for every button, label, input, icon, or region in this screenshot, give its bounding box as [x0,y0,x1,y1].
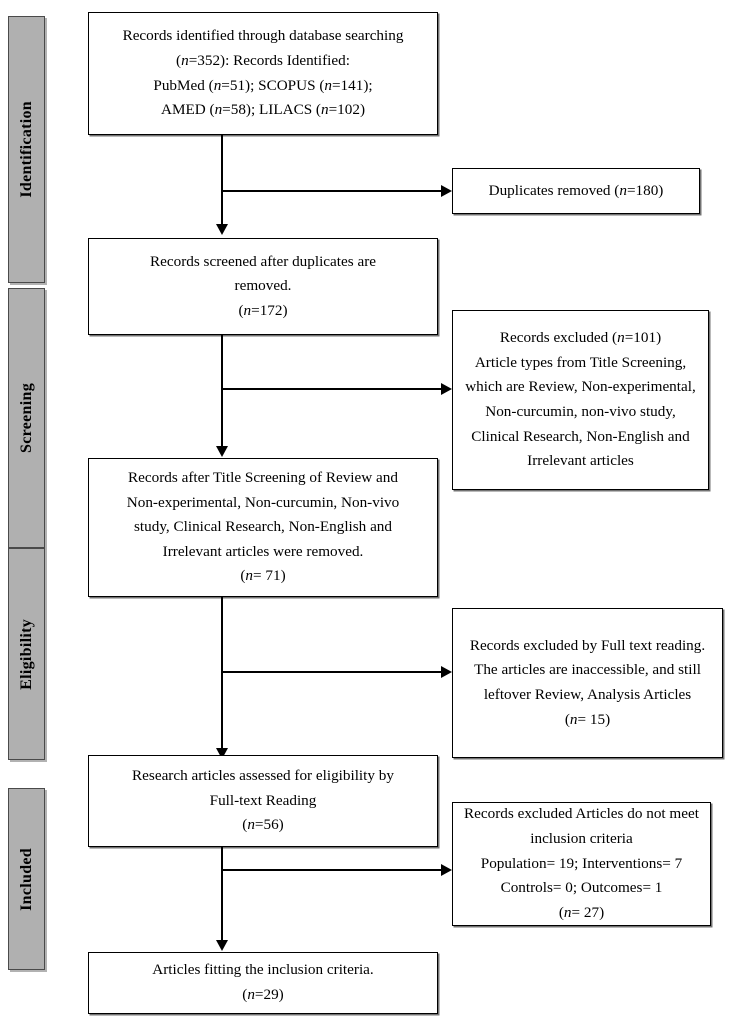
box-records-after-title-screening: Records after Title Screening of Review … [88,458,438,597]
stage-identification: Identification [8,16,45,283]
box-records-screened: Records screened after duplicates are re… [88,238,438,335]
connector-to-excluded-full-text [221,671,444,673]
box-records-screened-line-3: (n=172) [238,301,288,319]
arrowhead-screened-to-title-screening [216,446,228,457]
connector-screened-to-title-screening [221,335,223,449]
box-excluded-title-screening-line-1: Records excluded (n=101) [499,329,662,347]
box-records-after-title-screening-line-5: (n= 71) [240,567,286,585]
stage-included: Included [8,788,45,970]
box-excluded-full-text: Records excluded by Full text reading. T… [452,608,723,758]
box-excluded-inclusion-criteria-line-3: Controls= 0; Outcomes= 1 [500,879,663,897]
connector-identified-to-screened [221,135,223,227]
stage-screening-label: Screening [17,383,35,453]
box-articles-assessed-eligibility-line-1: Research articles assessed for eligibili… [132,767,394,785]
box-records-screened-line-2: removed. [234,277,292,295]
connector-to-duplicates-removed [221,190,444,192]
box-records-identified: Records identified through database sear… [88,12,438,135]
box-records-identified-line-3: PubMed (n=51); SCOPUS (n=141); [153,76,373,94]
box-excluded-title-screening-line-2: Article types from Title Screening, whic… [465,353,696,470]
box-excluded-inclusion-criteria: Records excluded Articles do not meet in… [452,802,711,926]
box-articles-included: Articles fitting the inclusion criteria.… [88,952,438,1014]
connector-eligibility-to-included [221,847,223,943]
arrowhead-title-screening-to-eligibility [216,748,228,759]
box-articles-assessed-eligibility-line-3: (n=56) [242,816,284,834]
arrowhead-identified-to-screened [216,224,228,235]
box-articles-assessed-eligibility-line-2: Full-text Reading [209,791,317,809]
box-records-after-title-screening-line-4: Irrelevant articles were removed. [162,542,364,560]
box-records-after-title-screening-line-3: study, Clinical Research, Non-English an… [134,518,392,536]
connector-to-excluded-inclusion-criteria [221,869,444,871]
stage-eligibility: Eligibility [8,548,45,760]
arrowhead-eligibility-to-included [216,940,228,951]
box-excluded-full-text-line-1: Records excluded by Full text reading. T… [469,636,706,703]
box-excluded-inclusion-criteria-line-1: Records excluded Articles do not meet in… [464,805,699,848]
box-articles-assessed-eligibility: Research articles assessed for eligibili… [88,755,438,847]
box-duplicates-removed: Duplicates removed (n=180) [452,168,700,214]
box-duplicates-removed-line-1: Duplicates removed (n=180) [488,181,664,199]
box-records-after-title-screening-line-1: Records after Title Screening of Review … [128,468,398,486]
box-records-identified-line-2: (n=352): Records Identified: [176,51,350,69]
arrowhead-to-excluded-inclusion-criteria [441,864,452,876]
arrowhead-to-excluded-full-text [441,666,452,678]
box-articles-included-line-1: Articles fitting the inclusion criteria. [152,961,374,979]
stage-screening: Screening [8,288,45,548]
box-records-screened-line-1: Records screened after duplicates are [149,252,376,270]
arrowhead-to-excluded-title-screening [441,383,452,395]
connector-title-screening-to-eligibility [221,597,223,751]
box-excluded-inclusion-criteria-line-2: Population= 19; Interventions= 7 [480,854,683,872]
connector-to-excluded-title-screening [221,388,444,390]
stage-included-label: Included [17,847,35,911]
box-excluded-full-text-line-2: (n= 15) [564,710,611,728]
stage-eligibility-label: Eligibility [17,618,35,690]
box-excluded-inclusion-criteria-line-4: (n= 27) [558,903,605,921]
arrowhead-to-duplicates-removed [441,185,452,197]
stage-identification-label: Identification [17,101,35,198]
box-records-identified-line-1: Records identified through database sear… [122,27,404,45]
box-records-after-title-screening-line-2: Non-experimental, Non-curcumin, Non-vivo [126,493,400,511]
box-excluded-title-screening: Records excluded (n=101) Article types f… [452,310,709,490]
box-records-identified-line-4: AMED (n=58); LILACS (n=102) [160,101,365,119]
box-articles-included-line-2: (n=29) [242,986,284,1003]
